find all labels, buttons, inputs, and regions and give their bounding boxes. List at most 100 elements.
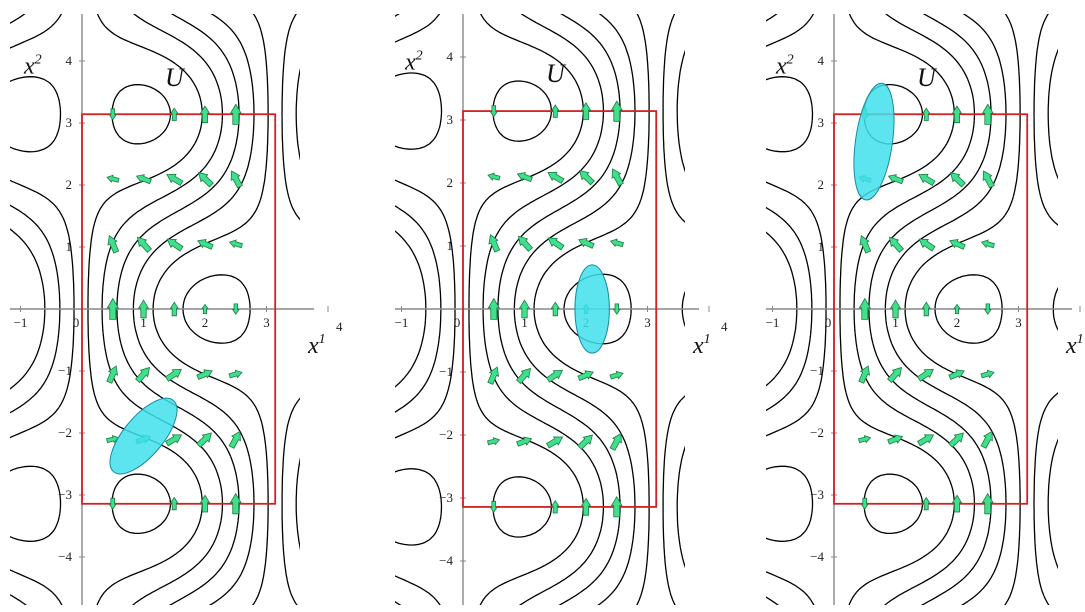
velocity-arrow [136, 236, 152, 253]
velocity-arrow [199, 105, 211, 124]
streamline [868, 14, 992, 605]
velocity-arrow [547, 171, 565, 184]
streamline [513, 14, 636, 605]
x-tick-label: 1 [892, 315, 899, 330]
x-tick-label-4: 4 [721, 319, 728, 334]
x-tick-label: 3 [1015, 315, 1022, 330]
domain-rectangle [833, 113, 1029, 505]
velocity-arrow [169, 107, 179, 121]
velocity-arrow [918, 173, 936, 186]
velocity-arrow [199, 494, 211, 513]
velocity-arrow [580, 102, 592, 120]
x-tick-label: 2 [202, 315, 209, 330]
velocity-arrow [951, 494, 963, 513]
y-tick-label: 1 [66, 239, 73, 254]
y-tick-label: 4 [447, 49, 454, 64]
velocity-arrow [135, 366, 151, 384]
velocity-arrow [921, 301, 931, 317]
velocity-arrow [951, 105, 963, 124]
x-tick-label: −1 [766, 315, 780, 330]
y-tick-label: −4 [58, 549, 72, 564]
velocity-arrow [981, 103, 994, 125]
velocity-arrow [229, 492, 242, 515]
region-label-u: U [165, 63, 186, 92]
velocity-arrow [887, 434, 904, 445]
velocity-arrow [106, 174, 120, 183]
x-tick-label: 1 [140, 315, 147, 330]
velocity-arrow [487, 297, 501, 320]
velocity-arrow [228, 369, 243, 379]
streamline [395, 14, 584, 605]
x-tick-label: 2 [954, 315, 961, 330]
velocity-arrow [577, 370, 594, 382]
streamlines [395, 14, 685, 605]
velocity-arrow [610, 495, 623, 518]
y-tick-label: 4 [66, 53, 73, 68]
streamline [1047, 48, 1058, 570]
streamline [295, 67, 300, 551]
velocity-arrow [487, 366, 500, 385]
x-tick-label: 1 [521, 315, 528, 330]
velocity-arrow [950, 172, 966, 188]
velocity-arrow [169, 496, 179, 511]
velocity-arrow [546, 436, 564, 449]
y-axis-title-sup: 2 [787, 52, 794, 67]
velocity-arrow [518, 299, 531, 319]
velocity-arrow [612, 303, 621, 315]
x-tick-label-4: 4 [336, 319, 343, 334]
velocity-arrow [859, 235, 872, 254]
velocity-arrows [106, 103, 243, 515]
velocity-arrow [489, 105, 498, 118]
domain-rectangle [81, 113, 277, 505]
y-axis-title-sup: 2 [35, 52, 42, 67]
velocity-arrow [107, 235, 120, 254]
velocity-arrow [982, 170, 995, 189]
y-tick-label: −2 [58, 425, 72, 440]
velocity-arrow [196, 432, 212, 448]
velocity-arrow [108, 108, 117, 121]
x-axis-title: x1 [307, 332, 326, 359]
streamline [766, 231, 798, 387]
velocity-arrow [516, 436, 533, 447]
shaded-set-blob [853, 82, 895, 201]
streamline [10, 14, 61, 605]
velocity-arrow [550, 301, 560, 317]
y-tick-label: 2 [66, 177, 73, 192]
velocity-arrow [949, 239, 966, 250]
velocity-arrow [108, 497, 117, 510]
streamline [884, 14, 1007, 605]
y-tick-label: −4 [810, 549, 824, 564]
region-label-u: U [917, 63, 938, 92]
velocity-arrow [106, 297, 120, 320]
velocity-arrow [169, 301, 179, 317]
velocity-arrow [165, 434, 183, 447]
velocity-arrow [983, 303, 992, 315]
velocity-arrow [610, 100, 623, 122]
streamline [766, 14, 813, 605]
streamline [853, 14, 976, 605]
streamline [152, 14, 269, 605]
velocity-arrow [545, 369, 564, 383]
streamline [497, 14, 621, 605]
velocity-arrow [916, 368, 935, 382]
x-axis-title-sup: 1 [1077, 332, 1084, 347]
velocity-arrow [166, 238, 184, 252]
velocity-arrow [917, 434, 935, 447]
domain-rectangle [462, 110, 658, 508]
streamline [132, 14, 255, 605]
velocity-arrow [887, 366, 903, 384]
velocity-arrow [981, 492, 994, 515]
velocity-arrows [858, 103, 995, 515]
y-tick-label: 2 [447, 175, 454, 190]
velocity-arrow [106, 365, 119, 384]
streamline [563, 14, 685, 605]
streamline [395, 230, 427, 388]
streamline [676, 49, 685, 569]
x-tick-label: −1 [14, 315, 28, 330]
streamline [395, 14, 553, 605]
x-axis-title-sup: 1 [704, 332, 711, 347]
velocity-arrow [135, 174, 152, 185]
y-tick-label: 3 [447, 112, 454, 127]
